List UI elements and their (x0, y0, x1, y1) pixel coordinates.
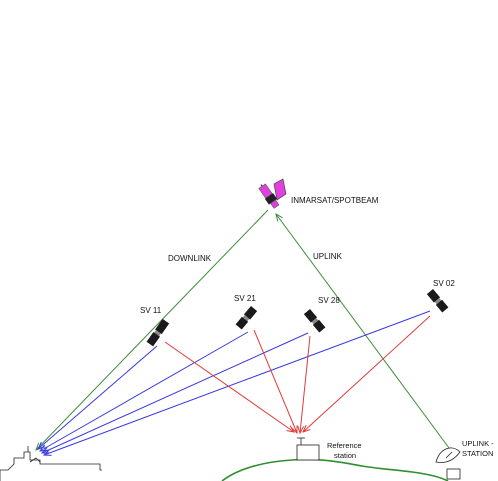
sv11-to-ship-line (38, 346, 157, 449)
sv28-label: SV 28 (318, 296, 340, 305)
sv02-to-reference-line (303, 316, 430, 432)
satellite-dish-icon (436, 448, 460, 479)
sv28-to-reference-line (300, 336, 310, 433)
downlink-line (36, 210, 268, 450)
gps-satellite-icon (427, 289, 449, 313)
inmarsat-label: INMARSAT/SPOTBEAM (291, 196, 379, 205)
sv21-to-ship-line (40, 332, 248, 451)
uplink-label: UPLINK (313, 252, 343, 261)
sv02-label: SV 02 (433, 279, 455, 288)
uplink-station-label-line2: STATION (462, 449, 493, 458)
sv21-label: SV 21 (234, 294, 256, 303)
gps-satellite-icon (236, 306, 258, 330)
inmarsat-extra-panel (274, 179, 286, 200)
sv11-label: SV 11 (140, 306, 162, 315)
ship-icon (0, 446, 102, 481)
sv02-to-ship-line (44, 311, 430, 455)
downlink-label: DOWNLINK (168, 254, 212, 263)
uplink-line (276, 214, 452, 452)
reference-station-label-line1: Reference (327, 441, 362, 450)
sv11-to-reference-line (165, 342, 294, 432)
sv21-to-reference-line (254, 330, 297, 433)
sv28-to-ship-line (42, 333, 308, 453)
gps-satellite-icon (304, 309, 326, 333)
reference-station-icon (297, 438, 319, 460)
uplink-station-label-line1: UPLINK - (462, 439, 494, 448)
reference-station-label-line2: station (334, 451, 356, 460)
terrain (222, 459, 448, 481)
